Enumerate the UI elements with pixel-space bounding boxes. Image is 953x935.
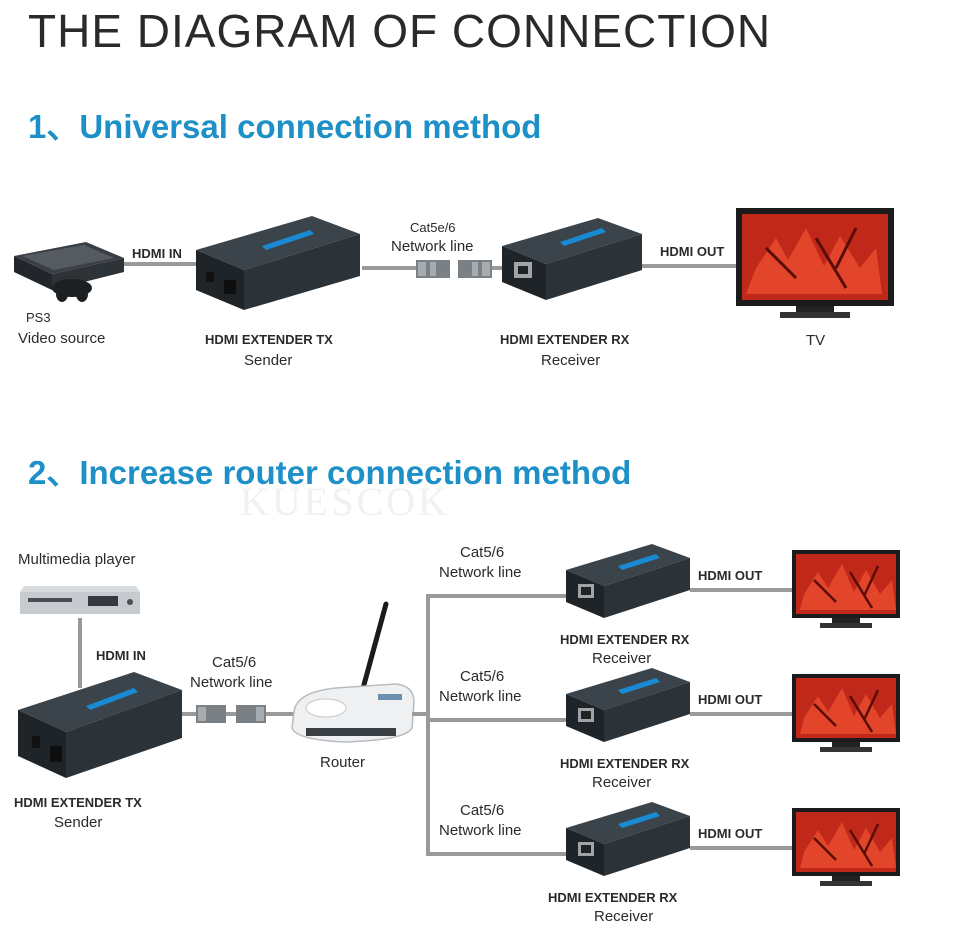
hdmi-extender-rx-icon xyxy=(566,668,690,742)
router-icon xyxy=(291,601,415,743)
hdmi-in-cable xyxy=(110,262,196,266)
branch-hdmi-out-label: HDMI OUT xyxy=(698,826,763,841)
branch-hdmi-out-cable xyxy=(690,588,794,592)
branch-cable-label-2: Network line xyxy=(439,564,522,581)
watermark: KUESCOK xyxy=(240,479,450,524)
branch-trunk xyxy=(426,594,430,856)
video-source-label: Video source xyxy=(18,330,106,347)
ps3-console-icon xyxy=(14,242,124,302)
sender-label: Sender xyxy=(244,352,293,369)
branch-hdmi-out-cable xyxy=(690,846,794,850)
branch-hdmi-out-cable xyxy=(690,712,794,716)
hdmi-extender-rx-icon xyxy=(566,802,690,876)
branch-cable xyxy=(426,594,574,598)
branch-cable xyxy=(426,718,574,722)
hdmi-in-label-2: HDMI IN xyxy=(96,648,146,663)
branch-rx-label: HDMI EXTENDER RX xyxy=(560,632,690,647)
network-plug-2-icon xyxy=(196,705,266,723)
page-title: THE DIAGRAM OF CONNECTION xyxy=(28,5,772,57)
cable-label-2b: Network line xyxy=(190,674,273,691)
branch-rx-label: HDMI EXTENDER RX xyxy=(560,756,690,771)
hdmi-extender-tx-2-icon xyxy=(18,672,182,778)
router-label: Router xyxy=(320,754,366,771)
network-plug-icon xyxy=(416,260,492,278)
branch-cable-label-2: Network line xyxy=(439,688,522,705)
hdmi-in-cable-2 xyxy=(78,618,82,688)
tv-icon xyxy=(792,674,900,752)
hdmi-out-label: HDMI OUT xyxy=(660,244,725,259)
dvd-player-icon xyxy=(20,586,140,614)
tx-label: HDMI EXTENDER TX xyxy=(205,332,333,347)
network-cable-rx xyxy=(490,266,504,270)
branch-cable-label-1: Cat5/6 xyxy=(460,668,505,685)
cable-label-1: Cat5e/6 xyxy=(410,220,456,235)
rx-label: HDMI EXTENDER RX xyxy=(500,332,630,347)
branch-cable-label-1: Cat5/6 xyxy=(460,802,505,819)
hdmi-in-label: HDMI IN xyxy=(132,246,182,261)
branch-cable xyxy=(426,852,574,856)
tv-label: TV xyxy=(806,332,826,349)
branch-cable-label-2: Network line xyxy=(439,822,522,839)
cable-label-2a: Cat5/6 xyxy=(212,654,257,671)
multimedia-label: Multimedia player xyxy=(18,551,136,568)
tx-label-2: HDMI EXTENDER TX xyxy=(14,795,142,810)
branch-receiver-label: Receiver xyxy=(592,774,652,791)
tv-icon xyxy=(792,550,900,628)
sender-label-2: Sender xyxy=(54,814,103,831)
hdmi-extender-rx-icon xyxy=(502,218,642,300)
branch-hdmi-out-label: HDMI OUT xyxy=(698,692,763,707)
cable-label-2: Network line xyxy=(391,238,474,255)
tv-icon xyxy=(736,208,894,318)
hdmi-out-cable xyxy=(640,264,740,268)
section1-heading: 1、Universal connection method xyxy=(28,108,542,145)
network-cable-tx xyxy=(362,266,418,270)
branch-receiver-label: Receiver xyxy=(592,650,652,667)
router-out-cable xyxy=(412,712,428,716)
branch-rx-label: HDMI EXTENDER RX xyxy=(548,890,678,905)
hdmi-extender-tx-icon xyxy=(196,216,360,310)
branch-cable-label-1: Cat5/6 xyxy=(460,544,505,561)
hdmi-extender-rx-icon xyxy=(566,544,690,618)
tv-icon xyxy=(792,808,900,886)
receiver-label: Receiver xyxy=(541,352,601,369)
branch-receiver-label: Receiver xyxy=(594,908,654,925)
branch-hdmi-out-label: HDMI OUT xyxy=(698,568,763,583)
ps3-label: PS3 xyxy=(26,310,51,325)
section2-heading: 2、Increase router connection method xyxy=(28,454,632,491)
